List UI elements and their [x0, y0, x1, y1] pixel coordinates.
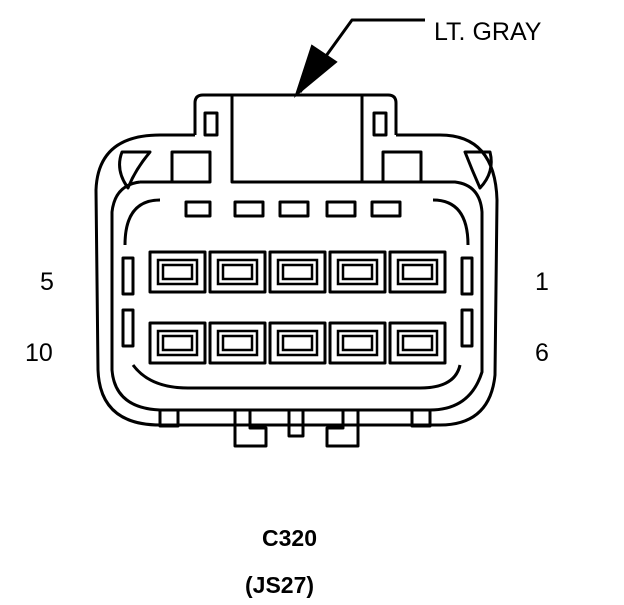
pin-label-5: 5 — [40, 268, 54, 296]
cavity-10 — [148, 321, 207, 365]
pin-label-6: 6 — [535, 339, 549, 367]
cavity-5 — [148, 250, 207, 294]
cavity-2 — [328, 250, 387, 294]
cavity-3 — [268, 250, 327, 294]
pin-label-1: 1 — [535, 268, 549, 296]
connector-shell — [94, 133, 499, 448]
connector-id: C320 — [262, 525, 317, 551]
cavity-9 — [208, 321, 267, 365]
cavity-7 — [328, 321, 387, 365]
connector-code: (JS27) — [245, 572, 315, 598]
cavity-1 — [388, 250, 447, 294]
pin-label-10: 10 — [25, 339, 53, 367]
cavity-row-top — [148, 250, 447, 294]
color-callout-leader — [293, 18, 425, 98]
cavity-6 — [388, 321, 447, 365]
cavity-4 — [208, 250, 267, 294]
cavity-row-bottom — [148, 321, 447, 365]
cavity-8 — [268, 321, 327, 365]
locking-latch — [170, 93, 423, 184]
connector-color-label: LT. GRAY — [434, 18, 542, 46]
